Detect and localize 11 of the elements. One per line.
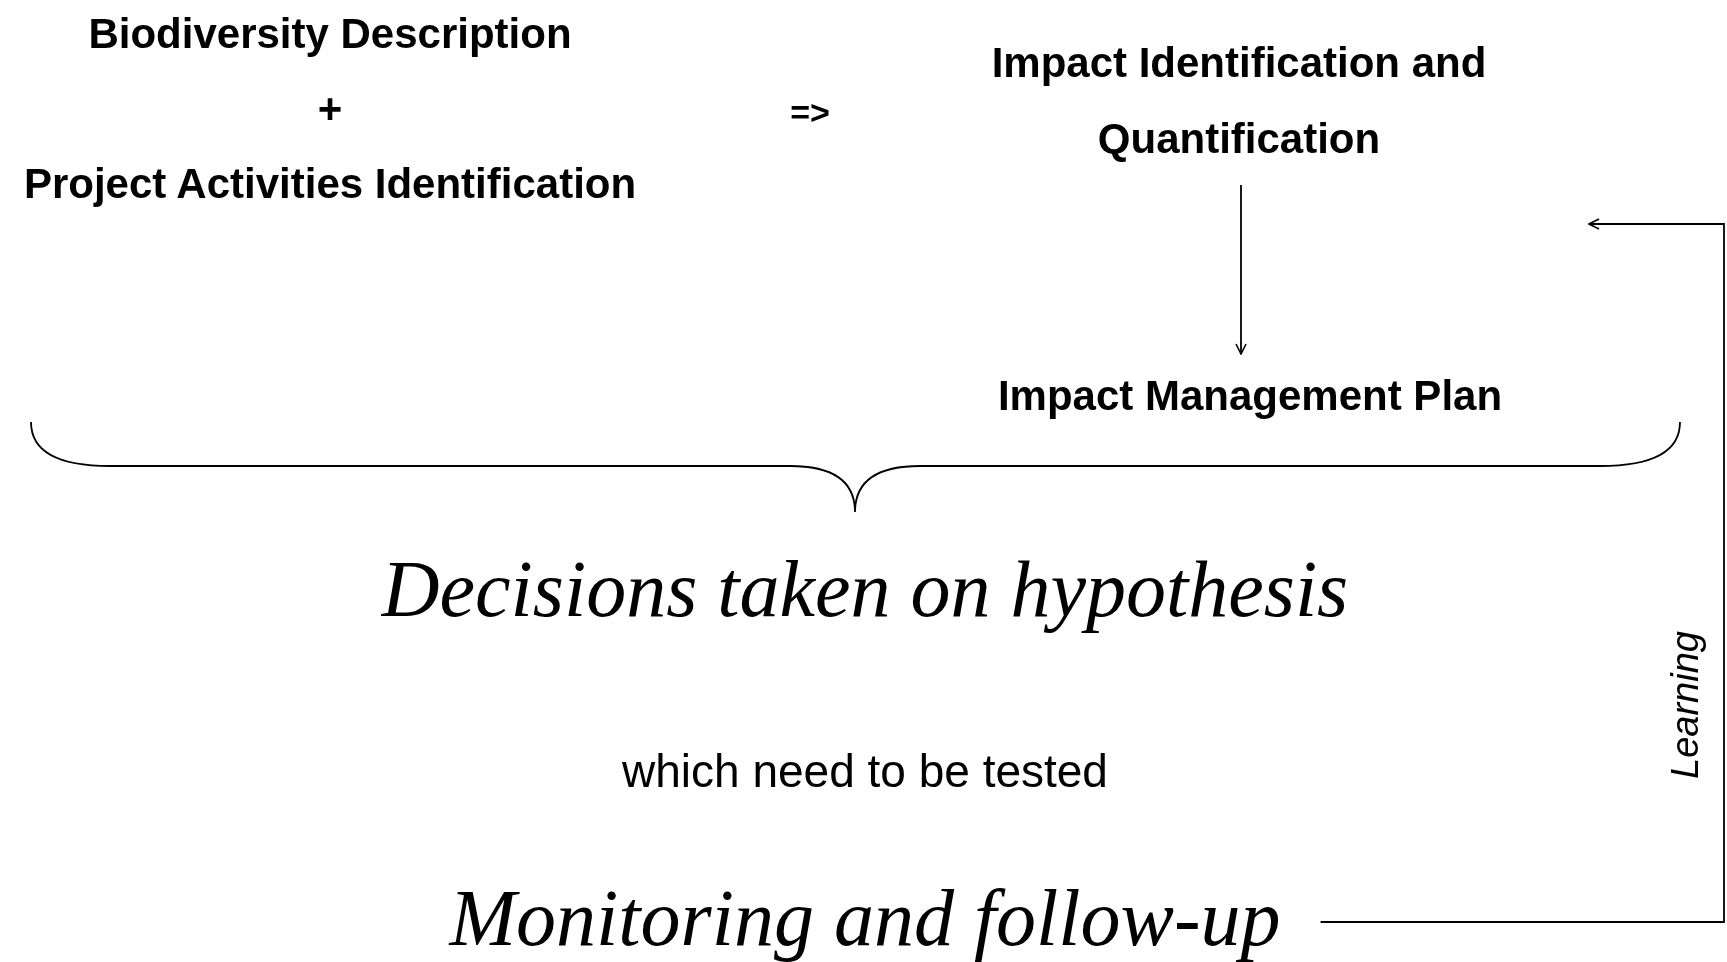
note-text: which need to be tested (622, 746, 1108, 796)
step-heading: Impact Management Plan (996, 371, 1504, 421)
arrow-symbol-text: => (790, 95, 830, 131)
arrow (1319, 218, 1725, 923)
edge-label: Learning (1663, 631, 1707, 779)
step-heading: Project Activities Identification (22, 159, 638, 209)
statement-text: Decisions taken on hypothesis (381, 547, 1349, 631)
step-heading: Impact Identification and Quantification (990, 38, 1488, 164)
step-heading: + (316, 84, 344, 134)
arrow (1235, 184, 1247, 355)
step-heading: Biodiversity Description (87, 9, 573, 59)
